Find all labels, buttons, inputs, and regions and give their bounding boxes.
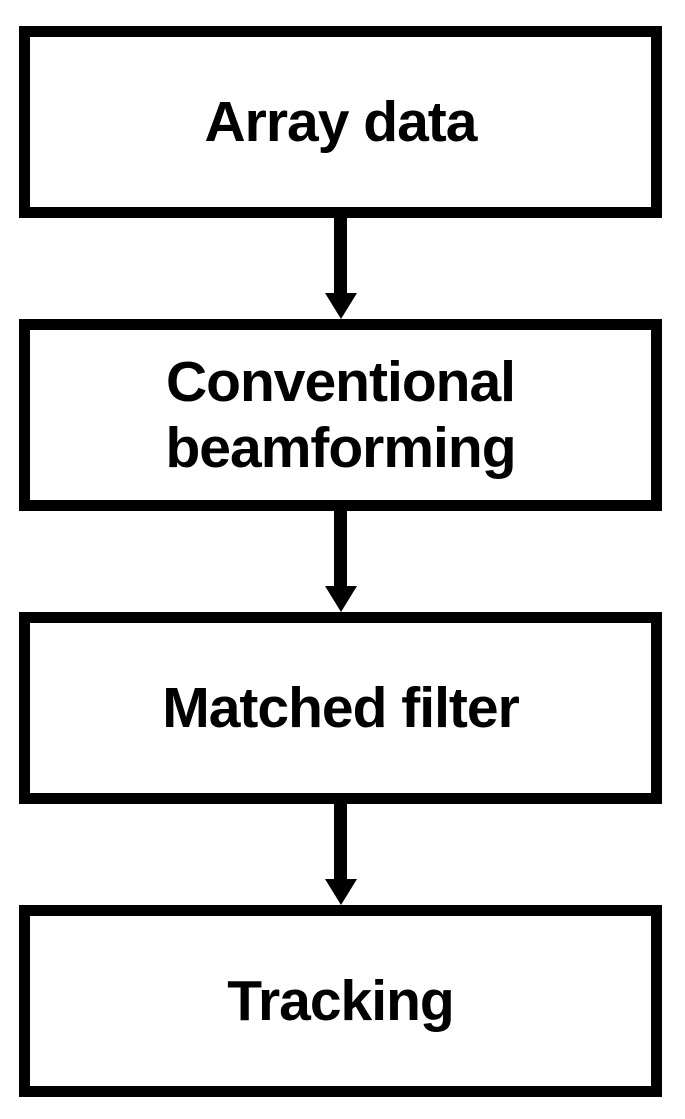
- arrowhead-down-icon: [324, 586, 357, 612]
- flow-node-array-data: Array data: [19, 26, 662, 218]
- arrowhead-down-icon: [324, 879, 357, 905]
- node-label: Array data: [204, 89, 478, 154]
- flow-node-conventional-beamforming: Conventional beamforming: [19, 319, 662, 511]
- arrow-shaft: [334, 218, 347, 293]
- node-label: Matched filter: [162, 675, 520, 740]
- arrow-shaft: [334, 804, 347, 879]
- arrow-shaft: [334, 511, 347, 586]
- node-label: Tracking: [227, 968, 454, 1033]
- flow-node-matched-filter: Matched filter: [19, 612, 662, 804]
- arrowhead-down-icon: [324, 293, 357, 319]
- down-arrow-2: [19, 511, 662, 612]
- down-arrow-1: [19, 218, 662, 319]
- node-label: Conventional beamforming: [165, 349, 516, 480]
- flow-node-tracking: Tracking: [19, 905, 662, 1097]
- down-arrow-3: [19, 804, 662, 905]
